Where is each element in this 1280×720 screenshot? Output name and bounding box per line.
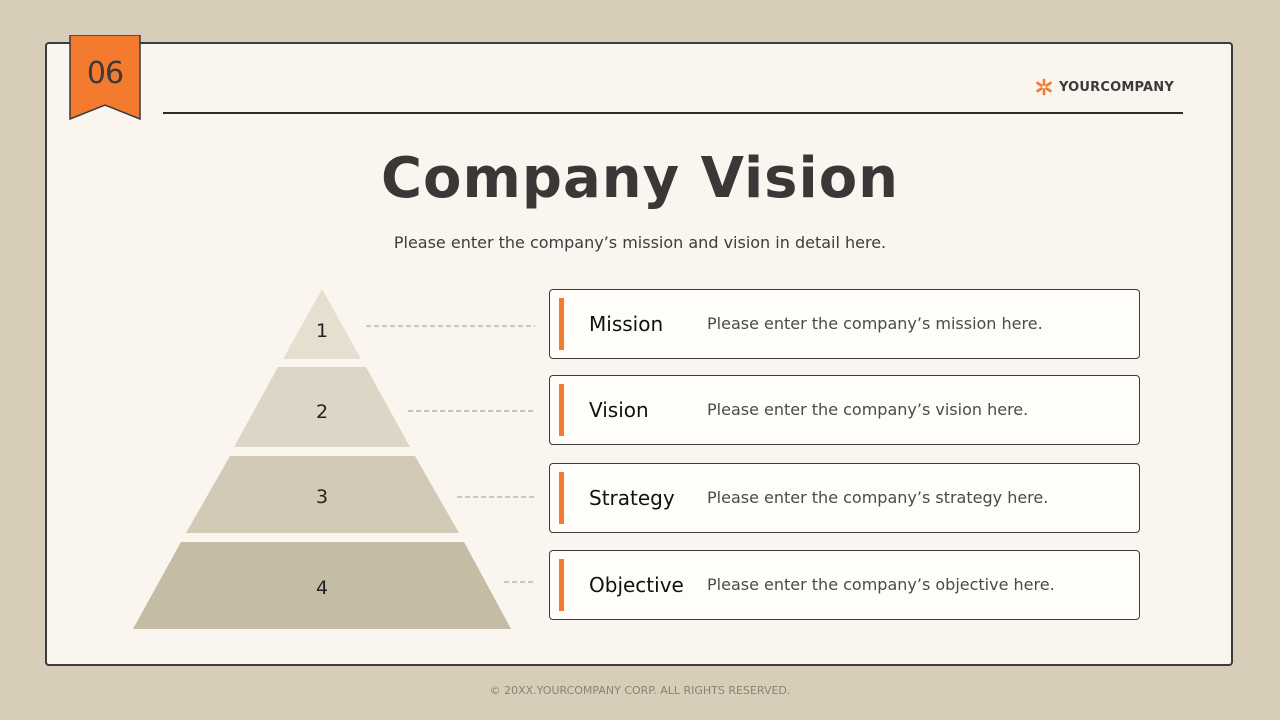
page-title: Company Vision xyxy=(380,146,900,211)
item-description: Please enter the company’s vision here. xyxy=(707,400,1029,419)
footer-copyright: © 20XX.YOURCOMPANY CORP. ALL RIGHTS RESE… xyxy=(489,684,791,697)
page-number: 06 xyxy=(86,56,124,91)
item-label: Strategy xyxy=(589,486,675,510)
item-accent-bar xyxy=(559,472,564,524)
item-description: Please enter the company’s objective her… xyxy=(707,575,1055,594)
brand: YOURCOMPANY xyxy=(1035,78,1174,96)
item-card-vision: Vision Please enter the company’s vision… xyxy=(549,375,1140,445)
item-label: Vision xyxy=(589,398,649,422)
item-label: Objective xyxy=(589,573,684,597)
item-card-strategy: Strategy Please enter the company’s stra… xyxy=(549,463,1140,533)
item-description: Please enter the company’s mission here. xyxy=(707,314,1043,333)
item-label: Mission xyxy=(589,312,664,336)
page-number-tab xyxy=(69,35,141,121)
item-accent-bar xyxy=(559,384,564,436)
item-accent-bar xyxy=(559,559,564,611)
item-card-mission: Mission Please enter the company’s missi… xyxy=(549,289,1140,359)
item-description: Please enter the company’s strategy here… xyxy=(707,488,1049,507)
item-accent-bar xyxy=(559,298,564,350)
header-divider xyxy=(163,112,1183,114)
item-card-objective: Objective Please enter the company’s obj… xyxy=(549,550,1140,620)
asterisk-logo-icon xyxy=(1036,78,1052,96)
brand-name: YOURCOMPANY xyxy=(1059,79,1174,95)
page-subtitle: Please enter the company’s mission and v… xyxy=(393,233,887,252)
